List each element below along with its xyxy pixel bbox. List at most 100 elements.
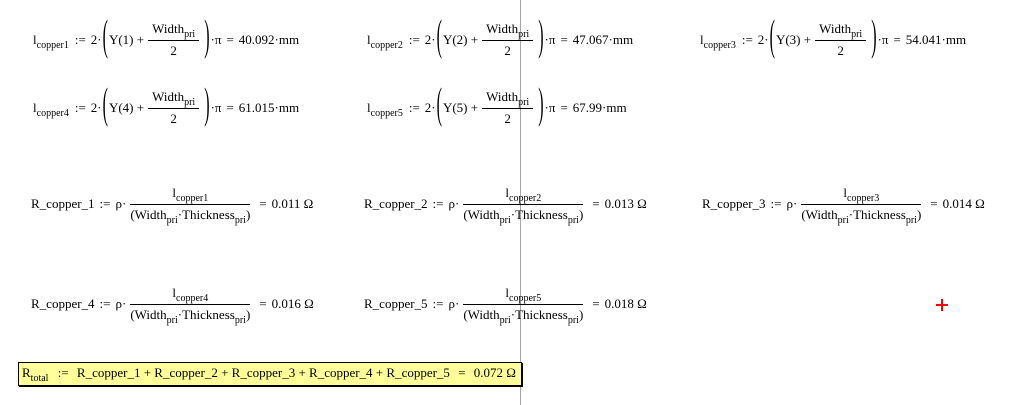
argument: Y(3) +	[775, 32, 812, 47]
equals-sign: =	[458, 365, 466, 380]
crosshair-cursor-icon	[936, 299, 948, 311]
denominator: 2	[837, 43, 844, 58]
rho-factor: ρ·	[448, 296, 460, 311]
numerator-subscript: copper2	[509, 192, 542, 204]
numerator-subscript: pri	[184, 28, 196, 40]
equals-sign: =	[259, 196, 267, 211]
denominator: (Widthpri·Thicknesspri)	[801, 207, 922, 226]
open-paren: (	[769, 14, 775, 61]
result-value: 40.092·mm	[238, 32, 300, 47]
math-region-r-copper-3[interactable]: R_copper_3 := ρ· lcopper3 (Widthpri·Thic…	[702, 178, 985, 230]
fraction: Widthpri 2	[482, 89, 534, 128]
numerator-subscript: copper4	[176, 292, 209, 304]
coefficient: 2·	[90, 100, 102, 115]
equals-sign: =	[560, 32, 568, 47]
math-region-l-copper3[interactable]: lcopper3 := 2· ( Y(3) + Widthpri 2 ) ·π …	[700, 14, 966, 64]
denominator: 2	[504, 43, 511, 58]
crosshair-vertical	[941, 299, 943, 311]
close-paren: )	[204, 82, 210, 129]
argument: Y(4) +	[108, 100, 145, 115]
denominator-subscript: pri	[499, 315, 511, 326]
assign-operator: :=	[408, 100, 420, 115]
assign-operator: :=	[408, 32, 420, 47]
equals-sign: =	[893, 32, 901, 47]
equals-sign: =	[930, 196, 938, 211]
denominator-subscript: pri	[234, 215, 246, 226]
fraction: Widthpri 2	[148, 89, 200, 128]
math-region-r-copper-1[interactable]: R_copper_1 := ρ· lcopper1 (Widthpri·Thic…	[31, 178, 313, 230]
numerator-subscript: copper5	[509, 292, 542, 304]
variable-name: lcopper2	[367, 32, 403, 51]
result-value: 61.015·mm	[238, 100, 300, 115]
page-break-line	[520, 0, 521, 405]
denominator-subscript: pri	[837, 215, 849, 226]
coefficient: 2·	[90, 32, 102, 47]
times-pi: ·π	[210, 100, 222, 115]
variable-name: R_copper_2	[364, 196, 428, 211]
variable-subscript: copper3	[703, 40, 736, 51]
assign-operator: :=	[99, 196, 111, 211]
numerator: lcopper4	[130, 285, 251, 305]
equals-sign: =	[560, 100, 568, 115]
numerator: lcopper5	[463, 285, 584, 305]
variable-name: R_copper_4	[31, 296, 95, 311]
result-value: 67.99·mm	[572, 100, 627, 115]
variable-subscript: copper5	[370, 108, 403, 119]
times-pi: ·π	[877, 32, 889, 47]
fraction: lcopper4 (Widthpri·Thicknesspri)	[130, 285, 251, 326]
variable-name: R_copper_1	[31, 196, 95, 211]
assign-operator: :=	[432, 196, 444, 211]
denominator-subscript: pri	[567, 315, 579, 326]
coefficient: 2·	[424, 100, 436, 115]
coefficient: 2·	[757, 32, 769, 47]
variable-name: lcopper5	[367, 100, 403, 119]
assign-operator: :=	[57, 365, 69, 380]
numerator-subscript: pri	[518, 96, 530, 108]
math-region-r-copper-5[interactable]: R_copper_5 := ρ· lcopper5 (Widthpri·Thic…	[364, 278, 647, 330]
close-paren: )	[871, 14, 877, 61]
denominator: 2	[504, 111, 511, 126]
denominator: (Widthpri·Thicknesspri)	[463, 207, 584, 226]
open-paren: (	[102, 82, 108, 129]
rho-factor: ρ·	[786, 196, 798, 211]
math-region-l-copper4[interactable]: lcopper4 := 2· ( Y(4) + Widthpri 2 ) ·π …	[33, 82, 300, 132]
numerator: Widthpri	[482, 21, 534, 41]
result-value: 0.072 Ω	[473, 365, 516, 380]
assign-operator: :=	[770, 196, 782, 211]
open-paren: (	[102, 14, 108, 61]
result-value: 0.011 Ω	[271, 196, 314, 211]
times-pi: ·π	[210, 32, 222, 47]
fraction: Widthpri 2	[815, 21, 867, 60]
denominator: 2	[170, 43, 177, 58]
numerator-subscript: copper1	[176, 192, 209, 204]
assign-operator: :=	[432, 296, 444, 311]
numerator-subscript: pri	[184, 96, 196, 108]
result-value: 0.014 Ω	[942, 196, 985, 211]
numerator: lcopper3	[801, 185, 922, 205]
math-region-l-copper1[interactable]: lcopper1 := 2· ( Y(1) + Widthpri 2 ) ·π …	[33, 14, 300, 64]
numerator-subscript: copper3	[847, 192, 880, 204]
close-paren: )	[538, 14, 544, 61]
close-paren: )	[538, 82, 544, 129]
math-region-l-copper5[interactable]: lcopper5 := 2· ( Y(5) + Widthpri 2 ) ·π …	[367, 82, 627, 132]
open-paren: (	[436, 82, 442, 129]
fraction: Widthpri 2	[482, 21, 534, 60]
numerator: Widthpri	[482, 89, 534, 109]
math-region-r-total-selected[interactable]: Rtotal := R_copper_1 + R_copper_2 + R_co…	[18, 362, 522, 386]
result-value: 0.013 Ω	[604, 196, 647, 211]
variable-name: lcopper3	[700, 32, 736, 51]
equals-sign: =	[226, 100, 234, 115]
math-region-l-copper2[interactable]: lcopper2 := 2· ( Y(2) + Widthpri 2 ) ·π …	[367, 14, 633, 64]
open-paren: (	[436, 14, 442, 61]
result-value: 0.016 Ω	[271, 296, 314, 311]
math-region-r-copper-4[interactable]: R_copper_4 := ρ· lcopper4 (Widthpri·Thic…	[31, 278, 314, 330]
math-region-r-copper-2[interactable]: R_copper_2 := ρ· lcopper2 (Widthpri·Thic…	[364, 178, 647, 230]
assign-operator: :=	[99, 296, 111, 311]
argument: Y(2) +	[442, 32, 479, 47]
times-pi: ·π	[544, 100, 556, 115]
rho-factor: ρ·	[115, 296, 127, 311]
variable-subscript: copper1	[36, 40, 69, 51]
sum-expression: R_copper_1 + R_copper_2 + R_copper_3 + R…	[76, 365, 450, 380]
variable-subscript: total	[30, 373, 49, 384]
